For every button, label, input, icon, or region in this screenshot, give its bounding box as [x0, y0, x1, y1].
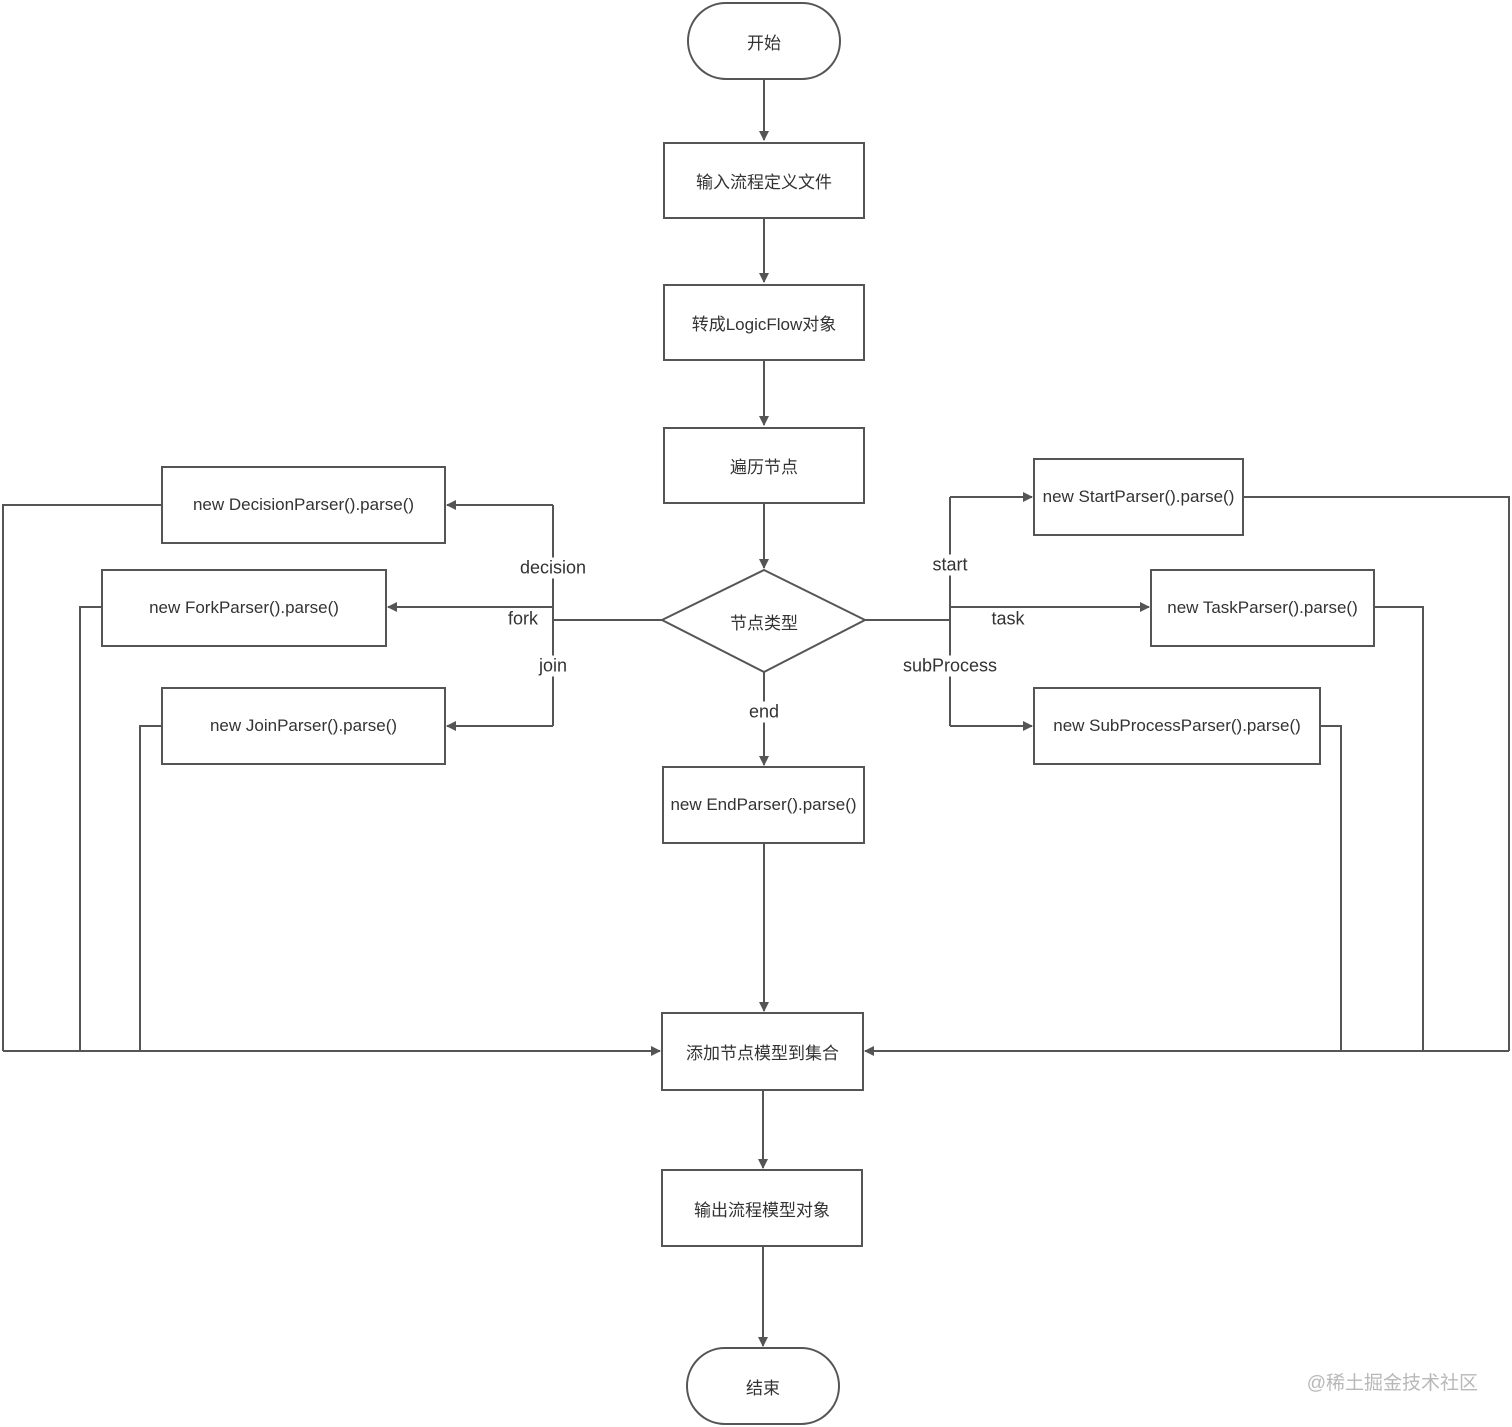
edge-task-return	[1374, 606, 1424, 1051]
edge-label-subprocess: subProcess	[899, 655, 1001, 677]
edge-label-task: task	[988, 608, 1028, 630]
end-node: 结束	[686, 1347, 840, 1425]
edge-start-return	[1243, 496, 1510, 1051]
edge-label-end: end	[745, 701, 783, 723]
task-parser-node: new TaskParser().parse()	[1150, 569, 1375, 647]
edge-label-fork: fork	[504, 608, 542, 630]
edge-label-join: join	[535, 655, 571, 677]
add-to-collection-node: 添加节点模型到集合	[661, 1012, 864, 1091]
edge-label-decision: decision	[516, 557, 590, 579]
decision-parser-node: new DecisionParser().parse()	[161, 466, 446, 544]
edge-decision-return	[2, 504, 162, 1051]
end-parser-node: new EndParser().parse()	[662, 766, 865, 844]
node-type-label: 节点类型	[730, 614, 798, 633]
edge-fork-return	[79, 606, 102, 1051]
to-logicflow-node: 转成LogicFlow对象	[663, 284, 865, 361]
start-parser-node: new StartParser().parse()	[1033, 458, 1244, 536]
edge-subprocess-return	[1320, 725, 1342, 1051]
edge-label-start: start	[929, 554, 971, 576]
node-type-diamond	[659, 568, 868, 674]
watermark: @稀土掘金技术社区	[1306, 1373, 1478, 1394]
fork-parser-node: new ForkParser().parse()	[101, 569, 387, 647]
start-node: 开始	[687, 2, 841, 80]
output-model-node: 输出流程模型对象	[661, 1169, 863, 1247]
subprocess-parser-node: new SubProcessParser().parse()	[1033, 687, 1321, 765]
traverse-node: 遍历节点	[663, 427, 865, 504]
input-file-node: 输入流程定义文件	[663, 142, 865, 219]
join-parser-node: new JoinParser().parse()	[161, 687, 446, 765]
edge-join-return	[139, 725, 162, 1051]
